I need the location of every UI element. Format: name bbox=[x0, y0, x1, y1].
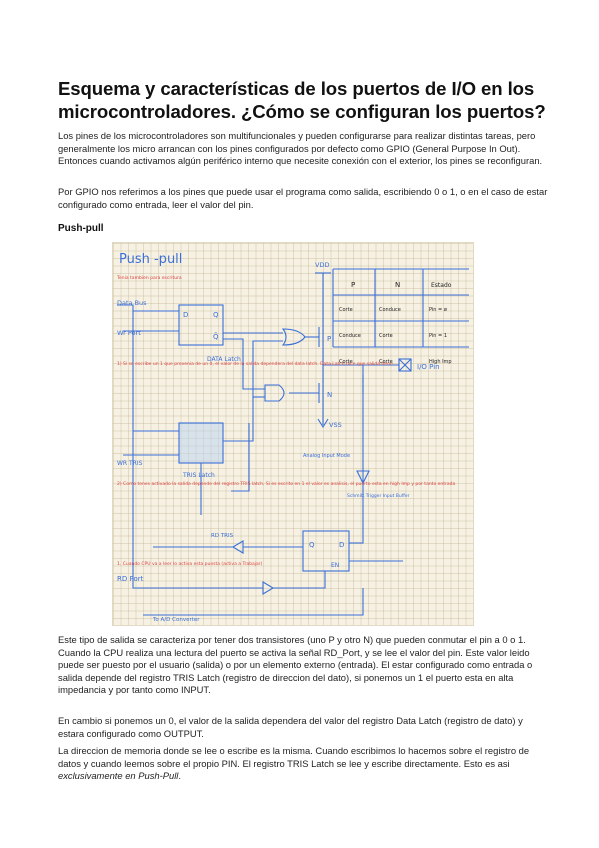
label-input-latch-d: D bbox=[339, 541, 344, 549]
body-paragraph-2: En cambio si ponemos un 0, el valor de l… bbox=[58, 715, 523, 739]
label-wr-tris: WR TRIS bbox=[117, 460, 143, 467]
label-wr-port: Wr Port bbox=[117, 329, 141, 337]
note-1: 1) Si se escribe un 1 que provenia de un… bbox=[117, 361, 393, 367]
page-title: Esquema y características de los puertos… bbox=[58, 78, 546, 122]
data-latch-box bbox=[178, 304, 224, 346]
label-vss: VSS bbox=[329, 421, 342, 429]
table-header-p: P bbox=[351, 281, 355, 289]
table-cell: Corte bbox=[339, 359, 353, 365]
label-rd-tris: RD TRIS bbox=[211, 533, 234, 539]
label-data-latch: DATA Latch bbox=[207, 356, 241, 363]
push-pull-schematic: Push -pull Tenia tambien para escritura … bbox=[116, 252, 469, 623]
body-paragraph-1: Este tipo de salida se caracteriza por t… bbox=[58, 634, 533, 696]
input-latch-box bbox=[302, 530, 350, 572]
body-paragraph-3-emphasis: exclusivamente en Push-Pull bbox=[58, 770, 179, 782]
intro-paragraph-1: Los pines de los microcontroladores son … bbox=[58, 130, 543, 167]
table-cell: Corte bbox=[339, 307, 353, 313]
label-rd-port: RD Port bbox=[117, 575, 144, 583]
label-p-transistor: P bbox=[327, 335, 331, 343]
note-3: 1. Cuando CPU va a leer lo activa esta p… bbox=[117, 561, 263, 567]
label-enable: EN bbox=[331, 562, 339, 569]
figure-title: Push -pull bbox=[119, 252, 182, 267]
note-top: Tenia tambien para escritura bbox=[116, 275, 182, 281]
table-header-n: N bbox=[395, 281, 400, 289]
label-n-transistor: N bbox=[327, 391, 332, 399]
label-analog-input: Analog Input Mode bbox=[303, 453, 350, 459]
label-tris-latch: TRIS Latch bbox=[182, 472, 215, 479]
label-data-latch-d: D bbox=[183, 311, 188, 319]
intro-paragraph-2: Por GPIO nos referimos a los pines que p… bbox=[58, 186, 548, 210]
table-cell: Corte bbox=[379, 333, 393, 339]
section-title-push-pull: Push-pull bbox=[58, 223, 104, 234]
label-data-bus: Data Bus bbox=[117, 299, 147, 307]
body-paragraph-3: La direccion de memoria donde se lee o e… bbox=[58, 745, 548, 783]
label-data-latch-q: Q bbox=[213, 311, 219, 319]
label-data-latch-qbar: Q̄ bbox=[213, 332, 219, 341]
table-cell: High Imp bbox=[429, 359, 452, 365]
push-pull-diagram: Push -pull Tenia tambien para escritura … bbox=[112, 242, 474, 626]
table-cell: Conduce bbox=[339, 333, 361, 339]
table-cell: Pin = ø bbox=[429, 307, 447, 313]
note-2: 2) Como tenes activado la salida depende… bbox=[117, 481, 455, 487]
body-paragraph-3-end: . bbox=[178, 770, 181, 782]
tris-latch-box bbox=[178, 422, 224, 464]
label-schmitt-trigger: Schmitt Trigger Input Buffer bbox=[347, 493, 410, 499]
table-header-estado: Estado bbox=[431, 282, 452, 289]
table-cell: Conduce bbox=[379, 307, 401, 313]
table-cell: Pin = 1 bbox=[429, 333, 447, 339]
label-vdd: VDD bbox=[315, 261, 329, 269]
table-cell: Corte bbox=[379, 359, 393, 365]
body-paragraph-3-text: La direccion de memoria donde se lee o e… bbox=[58, 745, 530, 769]
label-input-latch-q: Q bbox=[309, 541, 315, 549]
label-io-pin: I/O Pin bbox=[417, 363, 440, 371]
label-to-ad: To A/D Converter bbox=[152, 617, 200, 623]
